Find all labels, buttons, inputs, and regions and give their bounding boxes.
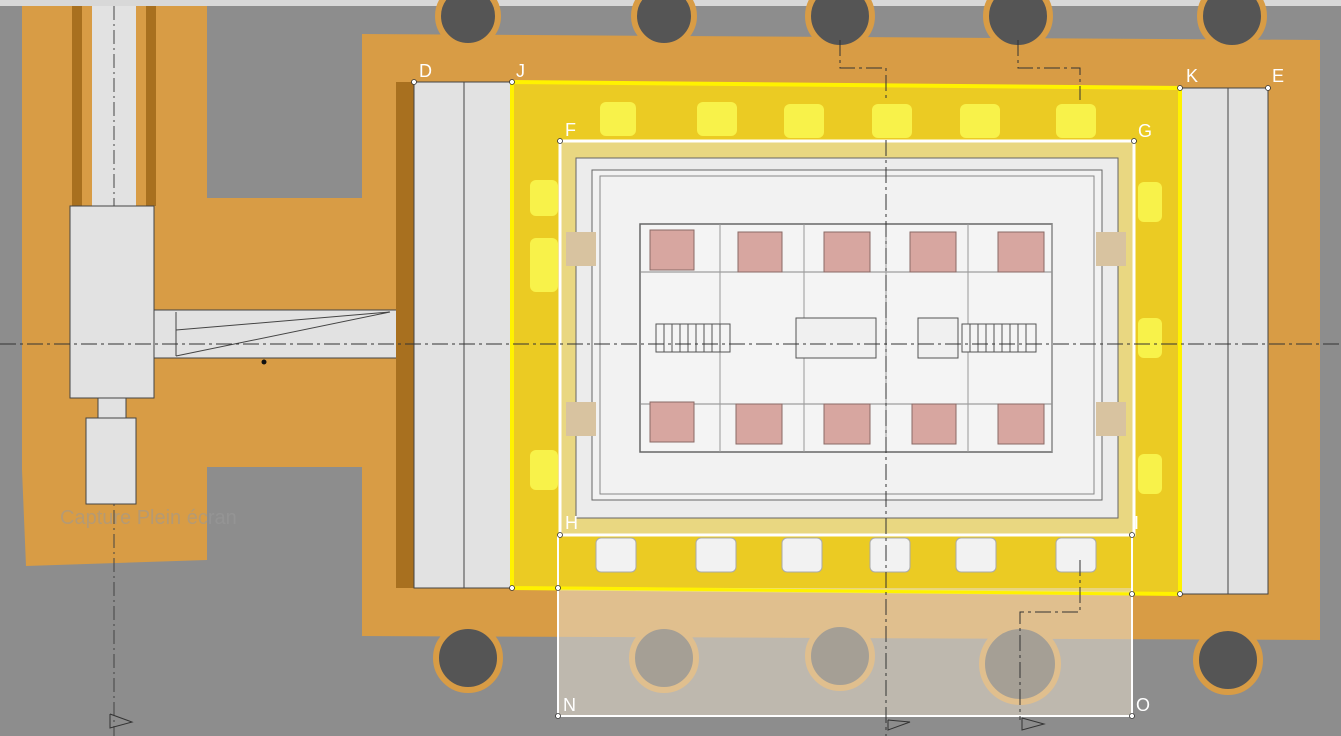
point-label-g: G [1138, 121, 1152, 141]
point-o: O [1129, 695, 1150, 719]
point-g: G [1131, 121, 1152, 144]
point-label-o: O [1136, 695, 1150, 715]
point-n: N [555, 695, 576, 719]
point-label-i: I [1134, 513, 1139, 533]
point-label-k: K [1186, 66, 1198, 86]
point-d: D [411, 61, 432, 85]
point-label-j: J [516, 61, 525, 81]
axis-lines [0, 40, 1341, 736]
point-e: E [1265, 66, 1284, 91]
point-label-f: F [565, 120, 576, 140]
point-f: F [557, 120, 576, 144]
section-markers [109, 713, 1046, 731]
inner-building [558, 139, 1136, 573]
point-k: K [1177, 66, 1198, 91]
watermark-text: Capture Plein écran [60, 507, 237, 529]
point-label-e: E [1272, 66, 1284, 86]
point-h: H [557, 513, 578, 538]
point-i: I [1129, 513, 1139, 538]
point-label-n: N [563, 695, 576, 715]
translated-region-no [557, 535, 1133, 717]
point-label-d: D [419, 61, 432, 81]
pits-top [435, 0, 1267, 51]
points-layer: D J K E F G H I [411, 61, 1284, 719]
point-label-h: H [565, 513, 578, 533]
point-j: J [509, 61, 525, 85]
